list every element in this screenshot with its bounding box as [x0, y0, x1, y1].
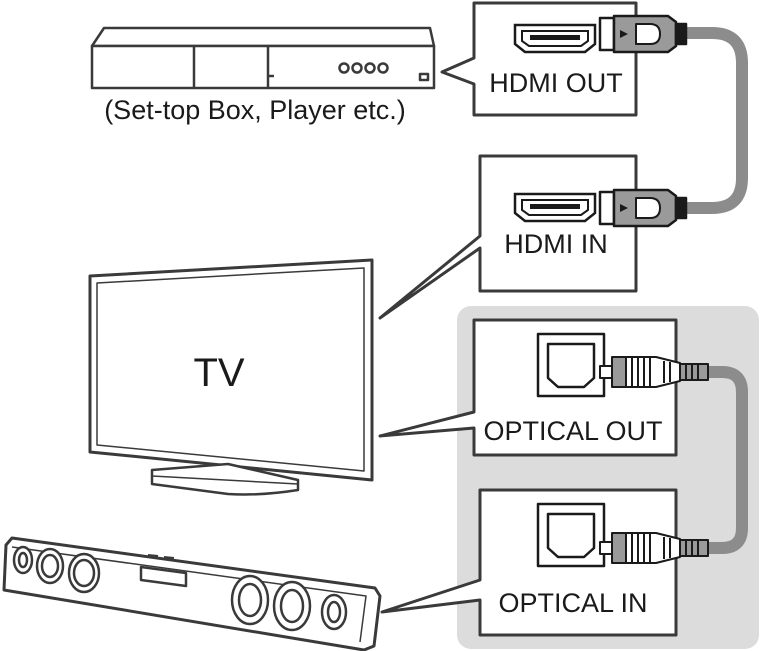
hdmi-cable [598, 14, 748, 228]
speaker-drivers-right [230, 574, 348, 632]
source-device-caption: (Set-top Box, Player etc.) [104, 95, 406, 125]
hdmi-plug-top [598, 14, 688, 54]
optical-out-callout: OPTICAL OUT [378, 318, 678, 457]
optical-out-label: OPTICAL OUT [483, 416, 662, 446]
optical-in-callout: OPTICAL IN [380, 488, 678, 637]
set-top-box [90, 26, 436, 90]
hdmi-out-callout: HDMI OUT [440, 1, 638, 117]
display-window [139, 554, 188, 588]
hdmi-in-label: HDMI IN [504, 229, 608, 259]
hdmi-plug-bottom [598, 188, 688, 228]
hdmi-in-callout: HDMI IN [378, 154, 638, 320]
optical-plug-top [599, 356, 709, 388]
optical-port-icon [536, 502, 606, 568]
optical-plug-bottom [599, 532, 709, 564]
hdmi-out-label: HDMI OUT [489, 68, 622, 98]
hdmi-port-icon [513, 192, 597, 223]
optical-cable [599, 356, 748, 564]
hdmi-port-icon [513, 23, 597, 54]
speaker-drivers-left [12, 545, 101, 594]
sound-bar [2, 536, 382, 651]
tv-label: TV [193, 351, 244, 395]
optical-in-label: OPTICAL IN [498, 588, 647, 618]
tv [88, 258, 374, 496]
